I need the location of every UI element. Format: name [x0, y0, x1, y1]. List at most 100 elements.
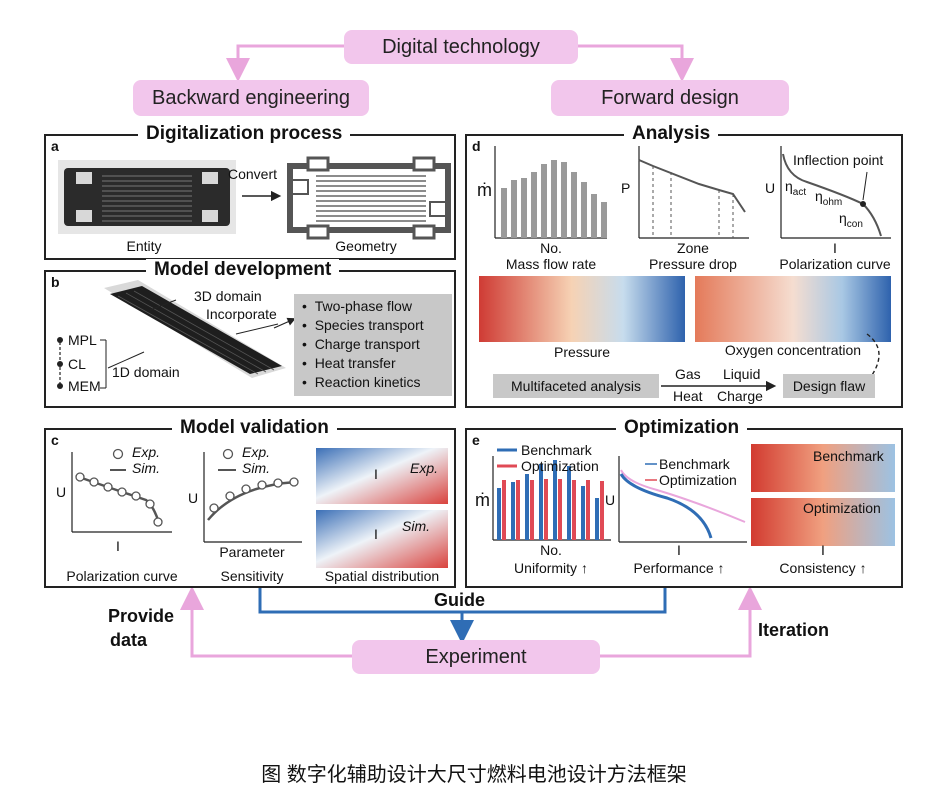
- panel-e: e Benchmark: [465, 428, 903, 588]
- legend-benchmark-bar: Benchmark: [521, 442, 592, 458]
- panel-d-letter: d: [472, 138, 481, 154]
- panel-b-letter: b: [51, 274, 60, 290]
- performance-caption: Performance ↑: [633, 560, 725, 576]
- commercial-cell-illustration: [57, 280, 296, 389]
- physics-list-box: • Two-phase flow • Species transport • C…: [294, 294, 452, 396]
- legend-optimization-bar: Optimization: [521, 458, 599, 474]
- polarization-caption-d: Polarization curve: [779, 256, 891, 272]
- convert-label: Convert: [228, 166, 278, 182]
- panel-a: a Convert Entity: [44, 134, 456, 260]
- pressure-drop-caption: Pressure drop: [649, 256, 737, 272]
- panel-d-title: Analysis: [624, 123, 719, 145]
- experiment-label: Experiment: [425, 645, 527, 668]
- mdot-axis-label-e: ṁ: [475, 490, 490, 510]
- mass-flow-caption: Mass flow rate: [505, 256, 597, 272]
- i-axis-label-d: I: [833, 240, 837, 256]
- eta-act-label: ηact: [785, 178, 807, 198]
- geometry-label: Geometry: [335, 238, 397, 254]
- polarization-caption: Polarization curve: [66, 568, 178, 584]
- eta-con-label: ηcon: [839, 210, 863, 230]
- incorporate-label: Incorporate: [206, 306, 277, 322]
- exp-legend-1: Exp.: [132, 444, 161, 460]
- physics-item: • Reaction kinetics: [302, 374, 421, 390]
- pressure-map-caption: Pressure: [553, 344, 611, 360]
- physics-item: • Two-phase flow: [302, 298, 412, 314]
- entity-plate-image: [58, 156, 451, 240]
- i-map-label-1: I: [374, 466, 378, 482]
- data-label: data: [110, 630, 148, 650]
- panel-e-letter: e: [472, 432, 480, 448]
- gas-label: Gas: [675, 366, 701, 382]
- benchmark-map-label: Benchmark: [813, 448, 884, 464]
- physics-item: • Species transport: [302, 317, 424, 333]
- spatial-caption: Spatial distribution: [324, 568, 440, 584]
- exp-map-label: Exp.: [410, 460, 439, 476]
- layer-mpl: MPL: [68, 332, 97, 348]
- sim-legend-2: Sim.: [242, 460, 270, 476]
- layer-mem: MEM: [68, 378, 101, 394]
- zone-axis-label: Zone: [677, 240, 709, 256]
- figure-caption: 图 数字化辅助设计大尺寸燃料电池设计方法框架: [261, 764, 687, 786]
- exp-legend-2: Exp.: [242, 444, 271, 460]
- u-axis-label-d: U: [765, 180, 776, 196]
- parameter-axis-label: Parameter: [219, 544, 285, 560]
- digital-technology-label: Digital technology: [382, 35, 540, 58]
- forward-design-label: Forward design: [601, 86, 739, 109]
- experiment-box: Experiment: [352, 640, 600, 674]
- sensitivity-caption: Sensitivity: [220, 568, 284, 584]
- charge-label: Charge: [717, 388, 763, 404]
- heat-label: Heat: [673, 388, 703, 404]
- no-axis-label-e: No.: [540, 542, 562, 558]
- sim-legend-1: Sim.: [132, 460, 160, 476]
- provide-label: Provide: [108, 606, 175, 626]
- backward-engineering-label: Backward engineering: [152, 86, 350, 109]
- panel-b-title: Model development: [146, 259, 340, 281]
- u-axis-label-2: U: [188, 490, 199, 506]
- optimization-plots: [492, 444, 895, 546]
- no-axis-label-d: No.: [540, 240, 562, 256]
- guide-label: Guide: [434, 590, 486, 610]
- panel-c-letter: c: [51, 432, 59, 448]
- panel-e-title: Optimization: [616, 417, 748, 439]
- entity-label: Entity: [126, 238, 162, 254]
- p-axis-label: P: [621, 180, 631, 196]
- design-flaw-label: Design flaw: [792, 378, 866, 394]
- multifaceted-analysis-box: Multifaceted analysis: [493, 374, 659, 398]
- panel-a-title: Digitalization process: [138, 123, 351, 145]
- forward-design-box: Forward design: [551, 80, 789, 116]
- u-axis-label-1: U: [56, 484, 67, 500]
- u-axis-label-e: U: [605, 492, 616, 508]
- design-flaw-box: Design flaw: [783, 374, 875, 398]
- uniformity-caption: Uniformity ↑: [514, 560, 588, 576]
- sim-map-label: Sim.: [402, 518, 430, 534]
- mdot-axis-label-d: ṁ: [477, 180, 492, 200]
- iteration-label: Iteration: [758, 620, 830, 640]
- panel-d: d: [465, 134, 903, 408]
- physics-item: • Heat transfer: [302, 355, 396, 371]
- panel-c: c Exp. Sim. Exp. Sim.: [44, 428, 456, 588]
- 3d-domain-label: 3D domain: [194, 288, 262, 304]
- analysis-plots: [479, 146, 891, 392]
- i-map-label-e: I: [821, 542, 825, 558]
- panel-c-title: Model validation: [172, 417, 337, 439]
- backward-engineering-box: Backward engineering: [133, 80, 369, 116]
- consistency-caption: Consistency ↑: [779, 560, 867, 576]
- legend-optimization-line: Optimization: [659, 472, 737, 488]
- i-axis-label-e: I: [677, 542, 681, 558]
- validation-plots: [71, 448, 448, 568]
- i-axis-label-1: I: [116, 538, 120, 554]
- panel-a-letter: a: [51, 138, 59, 154]
- layer-cl: CL: [68, 356, 86, 372]
- liquid-label: Liquid: [723, 366, 761, 382]
- eta-ohm-label: ηohm: [815, 188, 843, 208]
- physics-item: • Charge transport: [302, 336, 420, 352]
- panel-b: b 3D domain Incorporate 1D domain Commer…: [44, 270, 456, 408]
- legend-benchmark-line: Benchmark: [659, 456, 730, 472]
- 1d-domain-label: 1D domain: [112, 364, 180, 380]
- multifaceted-label: Multifaceted analysis: [511, 378, 641, 394]
- inflection-point-label: Inflection point: [793, 152, 884, 168]
- digital-technology-box: Digital technology: [344, 30, 578, 64]
- optimization-map-label: Optimization: [803, 500, 881, 516]
- oxygen-map-caption: Oxygen concentration: [724, 342, 862, 358]
